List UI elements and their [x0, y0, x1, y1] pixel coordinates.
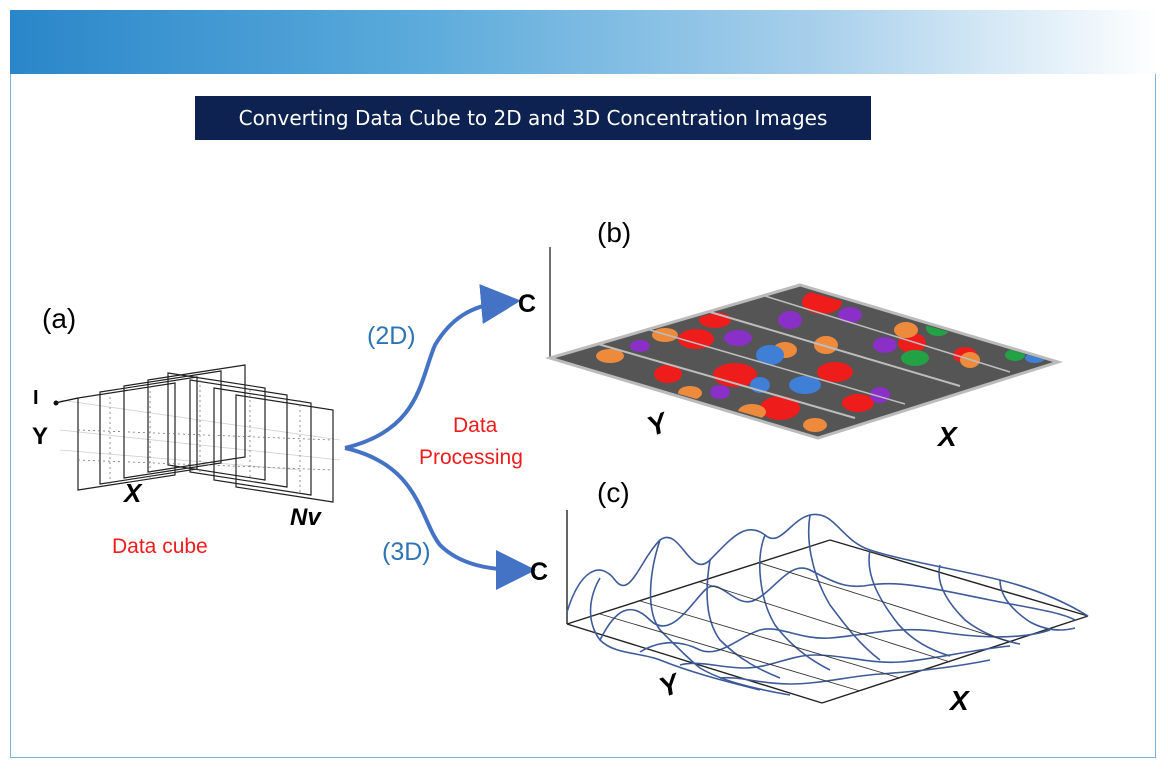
data-cube-caption: Data cube — [112, 535, 208, 558]
panel-c-label: (c) — [597, 477, 630, 508]
arrow-3d-label: (3D) — [382, 538, 431, 566]
data-processing-line1: Data — [453, 414, 498, 437]
map-axis-c: C — [518, 290, 536, 318]
cube-axis-i: I — [33, 387, 39, 409]
cube-axis-x: X — [122, 478, 143, 508]
surface-axis-y: Y — [655, 667, 685, 703]
panel-b-label: (b) — [597, 217, 631, 248]
cube-slice-1 — [78, 383, 175, 490]
surface-axis-x: X — [948, 685, 971, 716]
map-axis-y: Y — [643, 406, 673, 442]
cube-axis-nv: Nv — [290, 504, 322, 531]
surface-axis-c: C — [530, 558, 548, 586]
surface-axes — [567, 510, 1088, 703]
map-axis-x: X — [936, 421, 959, 452]
data-cube — [54, 365, 341, 502]
arrow-2d-label: (2D) — [367, 322, 416, 350]
data-processing-line2: Processing — [419, 446, 523, 469]
concentration-map-2d — [550, 285, 1058, 438]
cube-axis-y: Y — [32, 423, 48, 450]
panel-a-label: (a) — [42, 303, 76, 334]
